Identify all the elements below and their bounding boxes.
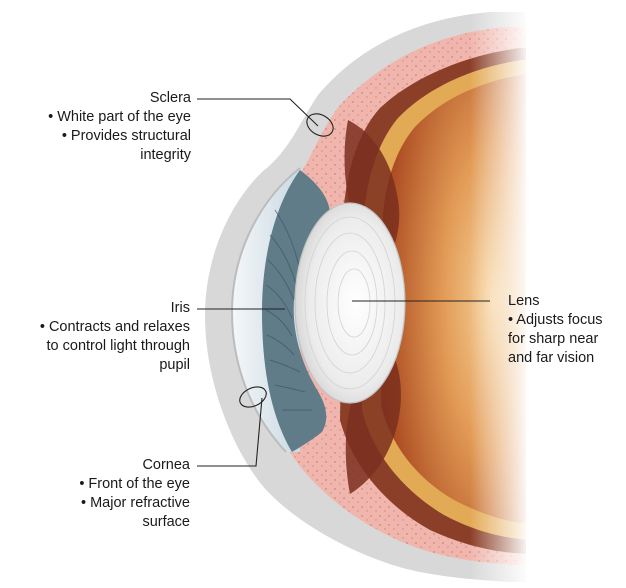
sclera-note-3: integrity <box>48 146 191 165</box>
sclera-note-1: • White part of the eye <box>48 108 191 127</box>
iris-note-2: to control light through <box>40 337 190 356</box>
cornea-note-3: surface <box>79 513 190 532</box>
sclera-label: Sclera • White part of the eye • Provide… <box>48 89 191 165</box>
lens-note-3: and far vision <box>508 349 603 368</box>
sclera-leader <box>197 99 318 126</box>
lens-note-2: for sharp near <box>508 330 603 349</box>
cornea-note-1: • Front of the eye <box>79 475 190 494</box>
iris-note-1: • Contracts and relaxes <box>40 318 190 337</box>
lens-note-1: • Adjusts focus <box>508 311 603 330</box>
iris-label: Iris • Contracts and relaxes to control … <box>40 299 190 375</box>
cornea-label: Cornea • Front of the eye • Major refrac… <box>79 456 190 532</box>
cornea-note-2: • Major refractive <box>79 494 190 513</box>
iris-note-3: pupil <box>40 356 190 375</box>
lens-label: Lens • Adjusts focus for sharp near and … <box>508 292 603 368</box>
sclera-title: Sclera <box>48 89 191 108</box>
cornea-title: Cornea <box>79 456 190 475</box>
lens-title: Lens <box>508 292 603 311</box>
sclera-note-2: • Provides structural <box>48 127 191 146</box>
iris-title: Iris <box>40 299 190 318</box>
